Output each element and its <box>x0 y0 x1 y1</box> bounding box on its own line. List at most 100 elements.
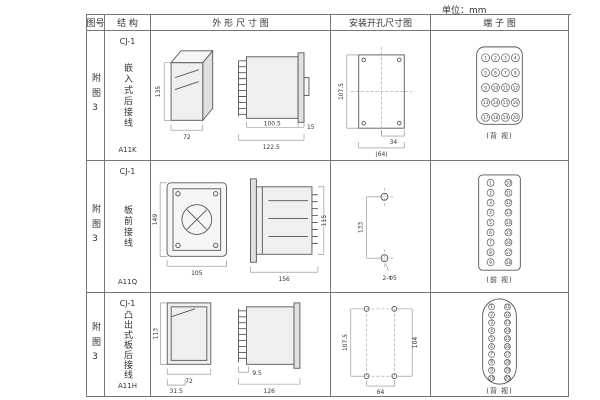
mount-label: 板前接线 <box>122 205 132 249</box>
terminal-number: 15 <box>505 336 511 341</box>
terminal-circle <box>481 98 490 107</box>
terminal-number: 16 <box>505 344 511 349</box>
dim-label: 149 <box>152 214 159 226</box>
outline-drawing-a11h: 113 72 31.5 9.5 126 <box>152 302 301 395</box>
dim-label: 115 <box>321 215 328 227</box>
mount-label: 凸出式板后接线 <box>122 310 132 380</box>
terminal-circle <box>486 218 495 227</box>
figno-label: 附图3 <box>90 321 100 368</box>
terminal-circle <box>486 188 495 197</box>
terminal-block-outline <box>478 174 521 271</box>
col-header-figno: 图号 <box>87 15 105 31</box>
dim-label: 135 <box>155 86 162 98</box>
terminal-number: 4 <box>489 210 492 215</box>
hole-pattern-lines <box>366 308 395 377</box>
terminal-circle <box>486 208 495 217</box>
terminal-circle <box>488 311 495 319</box>
terminal-circle <box>504 248 513 257</box>
terminal-circle <box>504 198 513 207</box>
terminal-number: 7 <box>489 240 492 245</box>
terminal-circle <box>481 68 490 77</box>
dim-label: 107.5 <box>342 334 349 351</box>
terminal-number: 11 <box>506 190 512 195</box>
terminal-circle <box>491 53 500 63</box>
terminal-number: 9 <box>489 260 492 265</box>
dim-label: 107.5 <box>338 83 345 100</box>
terminal-circle <box>504 188 513 197</box>
terminal-block-outline <box>482 298 517 385</box>
dim-label: (64) <box>375 151 387 158</box>
terminal-circle <box>501 83 510 92</box>
terminal-circle <box>488 319 495 327</box>
dim-label: 113 <box>152 328 159 340</box>
figno-cell-row1: 附图3 <box>87 31 105 161</box>
terminal-circle <box>504 374 511 382</box>
dim-label: 100.5 <box>264 120 281 127</box>
terminal-circle <box>491 83 500 92</box>
structure-cell-row2: CJ-1 板前接线 A11Q <box>105 161 151 293</box>
terminal-number: 18 <box>505 360 511 365</box>
terminal-number: 18 <box>506 260 512 265</box>
terminal-number: 5 <box>484 70 487 75</box>
dim-label: 156 <box>278 276 290 283</box>
dimension-lines: 149 105 156 115 <box>152 182 328 283</box>
terminal-circle <box>504 327 511 334</box>
terminal-circle <box>488 351 495 358</box>
terminal-circle <box>504 208 513 217</box>
terminal-number: 1 <box>484 56 487 61</box>
terminal-number: 20 <box>513 115 519 120</box>
terminal-number: 2 <box>494 56 497 61</box>
terminal-circle <box>486 258 495 267</box>
terminal-number: 16 <box>506 240 512 245</box>
dim-label: 64 <box>377 389 385 396</box>
terminal-circle <box>504 319 511 327</box>
terminal-circle <box>486 228 495 237</box>
col-header-install: 安装开孔尺寸图 <box>331 15 431 31</box>
dimension-lines: 107.5 104 64 <box>342 308 419 396</box>
dim-label: 34 <box>390 139 398 146</box>
mounting-holes <box>363 305 398 380</box>
terminal-number: 8 <box>514 70 517 75</box>
terminal-circle <box>501 53 510 63</box>
dim-label: 31.5 <box>170 388 183 395</box>
dim-label: 15 <box>307 124 315 131</box>
terminal-number: 9 <box>484 85 487 90</box>
mounting-holes <box>361 57 402 126</box>
relay-front-view <box>166 302 212 365</box>
dim-label: 9.5 <box>252 370 262 377</box>
dim-label: 104 <box>412 337 419 349</box>
terminal-number: 5 <box>490 336 493 341</box>
terminal-number: 15 <box>506 230 512 235</box>
terminal-circle <box>491 98 500 107</box>
terminal-circle <box>511 68 520 77</box>
terminal-number: 12 <box>513 85 519 90</box>
install-drawing-a11k: 107.5 34 (64) <box>338 46 413 158</box>
terminal-circle <box>504 366 511 374</box>
terminal-number: 6 <box>489 230 492 235</box>
terminal-circle <box>481 53 490 63</box>
terminal-number: 13 <box>505 320 511 325</box>
terminal-number: 20 <box>505 376 511 381</box>
dim-label: 105 <box>191 270 203 277</box>
outline-drawing-a11q: 149 105 156 115 <box>152 178 328 283</box>
terminal-number: 10 <box>489 376 495 381</box>
terminal-number: 3 <box>504 56 507 61</box>
terminal-circle <box>488 374 495 382</box>
terminal-number: 1 <box>489 180 492 185</box>
model-label: CJ-1 <box>119 37 136 46</box>
figno-label: 附图3 <box>90 203 100 250</box>
model-label: CJ-1 <box>119 167 136 176</box>
terminal-number: 8 <box>489 250 492 255</box>
relay-side-view <box>238 52 310 123</box>
relay-side-view <box>249 178 318 263</box>
dimension-lines: 113 72 31.5 9.5 126 <box>152 302 301 395</box>
install-drawing-a11q: 133 2-Φ5 <box>358 187 397 282</box>
terminal-number: 1 <box>490 304 493 309</box>
structure-cell-row1: CJ-1 嵌入式后接线 A11K <box>105 31 151 161</box>
terminal-circle <box>481 83 490 92</box>
terminal-number: 19 <box>505 368 511 373</box>
